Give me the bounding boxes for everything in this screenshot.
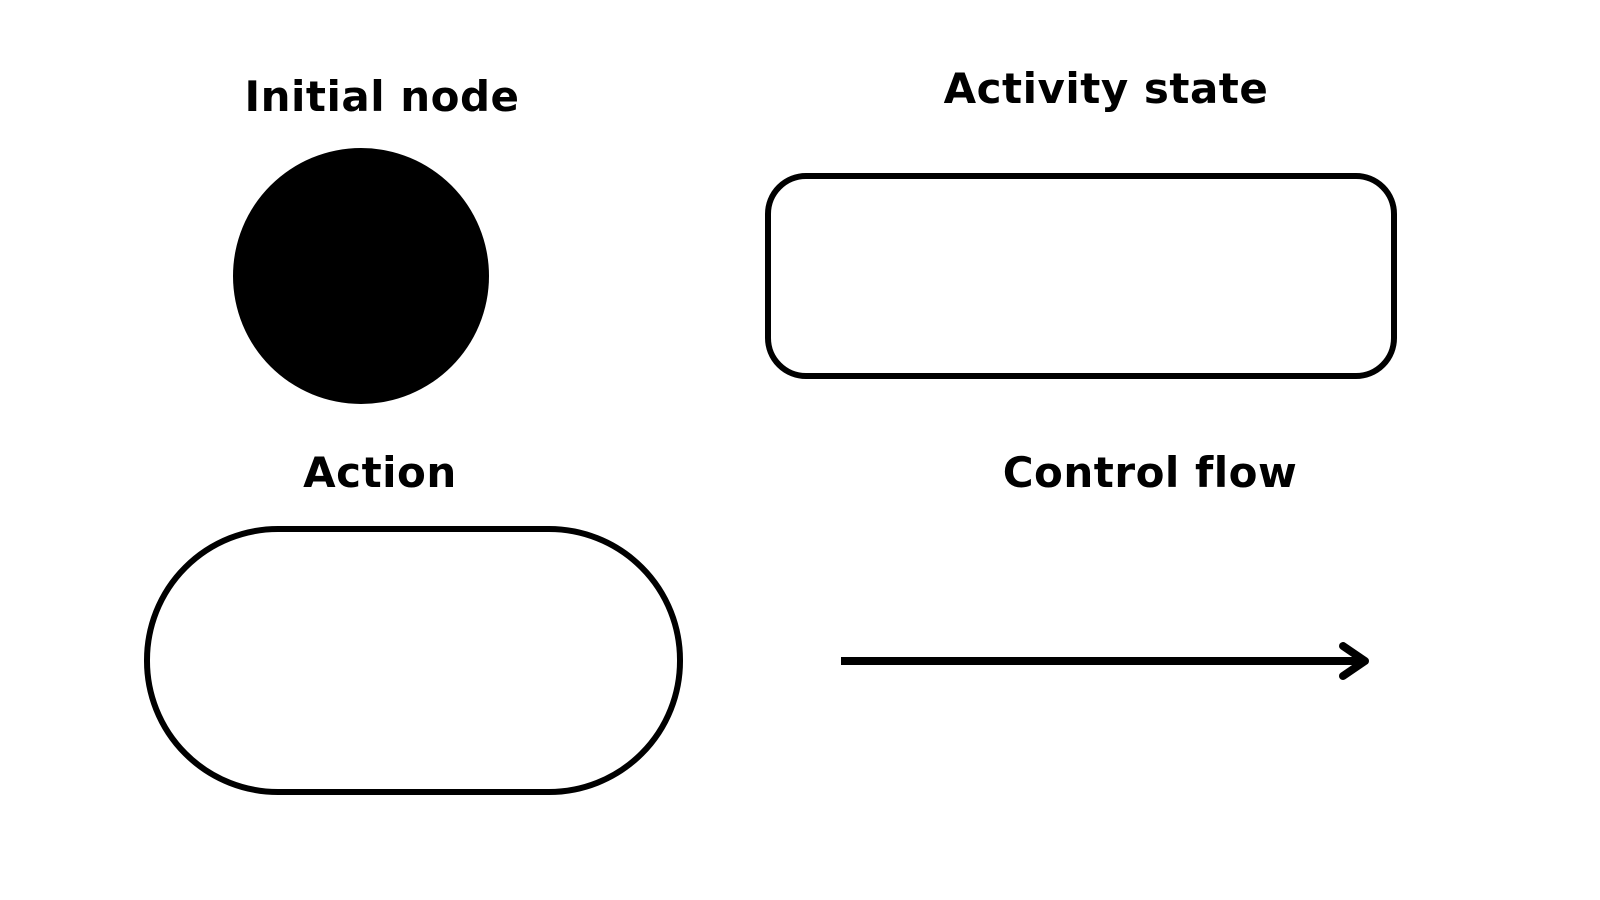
action-label: Action (303, 448, 457, 497)
control-flow-label: Control flow (1002, 448, 1298, 497)
initial-node-label: Initial node (244, 72, 520, 121)
activity-state-label: Activity state (943, 64, 1269, 113)
action-box (144, 526, 683, 795)
initial-node-circle (233, 148, 489, 404)
activity-state-box (765, 173, 1397, 379)
control-flow-arrowhead (1339, 642, 1369, 680)
control-flow-arrow (841, 642, 1369, 680)
